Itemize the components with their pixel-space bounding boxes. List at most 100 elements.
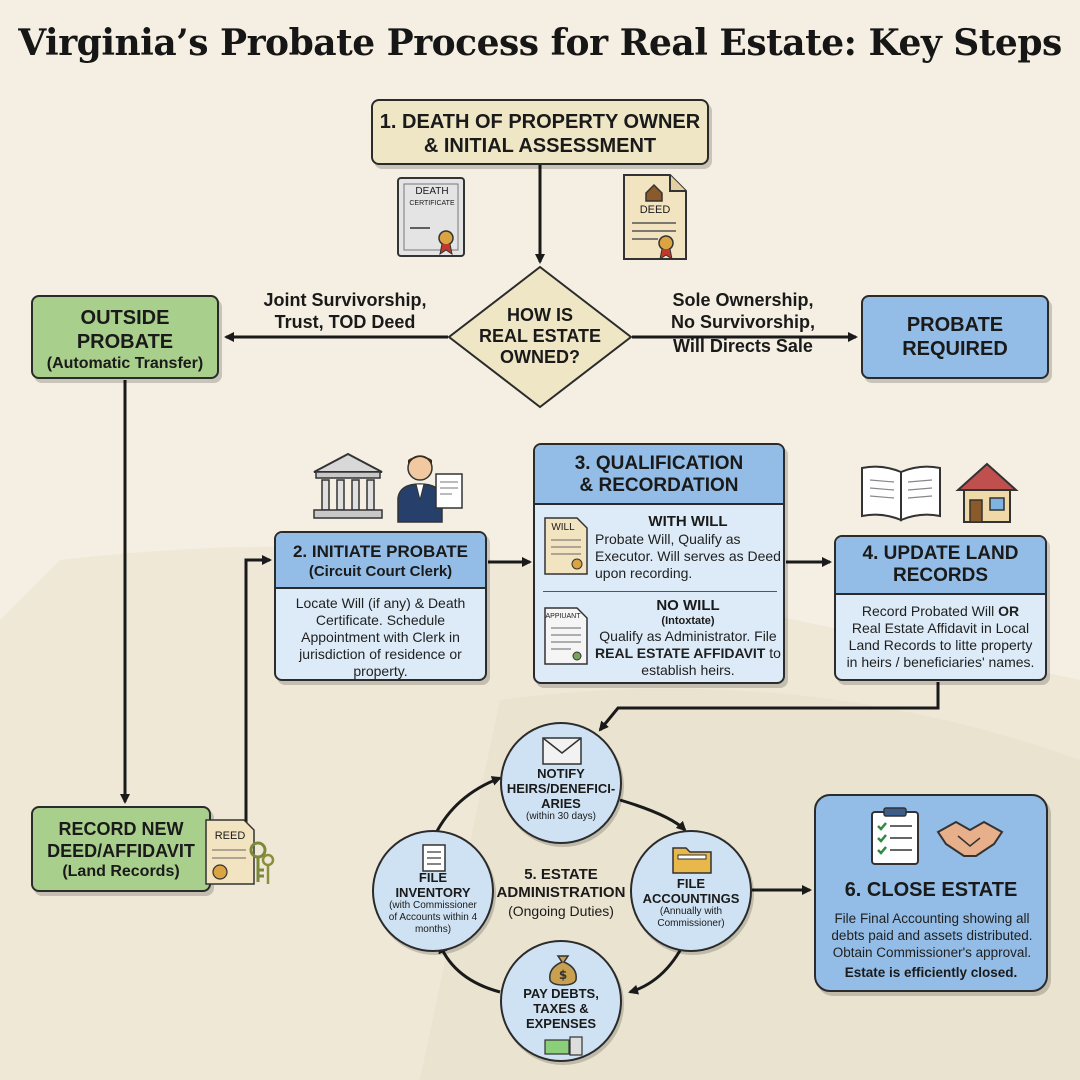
- probate-required-box: PROBATE REQUIRED: [861, 295, 1049, 379]
- accountings-line1: FILE: [676, 876, 706, 891]
- step4-body-post: Real Estate Affidavit in Local Land Reco…: [846, 620, 1035, 670]
- probate-required-line2: REQUIRED: [902, 338, 1008, 360]
- notify-line2: HEIRS/DENEFICI-: [506, 781, 616, 796]
- step4-header: 4. UPDATE LAND RECORDS: [836, 537, 1045, 595]
- step3-header: 3. QUALIFICATION & RECORDATION: [535, 445, 783, 505]
- courthouse-icon: [312, 452, 384, 522]
- inventory-line2: INVENTORY: [395, 885, 471, 900]
- decision-line1: HOW IS: [507, 305, 573, 325]
- step4-box: 4. UPDATE LAND RECORDS Record Probated W…: [834, 535, 1047, 681]
- pay-debts-circle: $ PAY DEBTS, TAXES & EXPENSES: [500, 940, 622, 1062]
- accountings-sub: (Annually with Commissioner): [657, 906, 725, 929]
- arrow-cycle-1: [619, 798, 687, 832]
- record-deed-line3: (Land Records): [62, 863, 180, 880]
- outside-probate-box: OUTSIDE PROBATE (Automatic Transfer): [31, 295, 219, 379]
- will-document-icon: WILL: [543, 516, 589, 576]
- probate-required-line1: PROBATE: [906, 314, 1004, 336]
- affidavit-icon-label: APPIUANT: [545, 613, 581, 620]
- right-branch-line1: Sole Ownership,: [672, 290, 814, 310]
- outside-probate-line1: OUTSIDE: [80, 307, 170, 329]
- death-certificate-icon: DEATH CERTIFICATE: [396, 176, 468, 260]
- envelope-icon: [542, 737, 582, 765]
- clerk-person-icon: [392, 450, 466, 524]
- step1-line2: & INITIAL ASSESSMENT: [423, 135, 657, 157]
- clipboard-checklist-icon: [871, 807, 919, 865]
- svg-text:$: $: [559, 968, 567, 982]
- step4-body-pre: Record Probated Will: [861, 603, 999, 619]
- no-will-body-pre: Qualify as Administrator. File: [599, 628, 777, 644]
- left-branch-label: Joint Survivorship, Trust, TOD Deed: [250, 289, 440, 333]
- estate-admin-line1: 5. ESTATE: [524, 866, 598, 883]
- inventory-line1: FILE: [418, 870, 448, 885]
- step2-title: 2. INITIATE PROBATE: [292, 542, 469, 561]
- no-will-subtitle: (Intoxtate): [661, 615, 715, 627]
- folder-icon: [672, 847, 712, 874]
- record-deed-line1: RECORD NEW: [58, 819, 184, 839]
- accountings-line2: ACCOUNTINGS: [642, 891, 740, 906]
- notify-sub: (within 30 days): [525, 811, 597, 822]
- step2-box: 2. INITIATE PROBATE (Circuit Court Clerk…: [274, 531, 487, 681]
- inventory-sub: (with Commissioner of Accounts within 4 …: [388, 900, 478, 935]
- estate-admin-line3: (Ongoing Duties): [508, 903, 614, 919]
- arrow-cycle-3: [438, 943, 501, 994]
- outside-probate-line2: PROBATE: [76, 331, 174, 353]
- step2-header: 2. INITIATE PROBATE (Circuit Court Clerk…: [276, 533, 485, 589]
- arrow-step4-to-cycle: [598, 682, 940, 732]
- step1-box: 1. DEATH OF PROPERTY OWNER & INITIAL ASS…: [371, 99, 709, 165]
- decision-line2: REAL ESTATE: [478, 326, 601, 346]
- file-accountings-circle: FILE ACCOUNTINGS (Annually with Commissi…: [630, 830, 752, 952]
- step4-body-bold: OR: [998, 603, 1020, 619]
- step3-divider: [543, 591, 777, 592]
- record-deed-line2: DEED/AFFIDAVIT: [47, 841, 195, 861]
- left-branch-line1: Joint Survivorship,: [263, 290, 427, 310]
- deed-icon-label: DEED: [639, 204, 671, 216]
- decision-diamond: HOW IS REAL ESTATE OWNED?: [446, 264, 634, 410]
- record-deed-box: RECORD NEW DEED/AFFIDAVIT (Land Records): [31, 806, 211, 892]
- notify-line1: NOTIFY: [537, 766, 585, 781]
- notify-line3: ARIES: [541, 796, 581, 811]
- right-branch-line2: No Survivorship,: [670, 312, 816, 332]
- step3-box: 3. QUALIFICATION & RECORDATION WILL WITH…: [533, 443, 785, 684]
- death-certificate-label-1: DEATH: [415, 186, 449, 197]
- deed-keys-icon: REED: [204, 816, 276, 888]
- pay-line3: EXPENSES: [525, 1016, 597, 1031]
- step2-subtitle: (Circuit Court Clerk): [308, 563, 453, 580]
- step6-title: 6. CLOSE ESTATE: [844, 879, 1018, 901]
- step3-title-line2: & RECORDATION: [579, 475, 739, 496]
- file-inventory-circle: FILE INVENTORY (with Commissioner of Acc…: [372, 830, 494, 952]
- no-will-body-post: to establish heirs.: [641, 645, 781, 678]
- no-will-body: Qualify as Administrator. File REAL ESTA…: [593, 628, 783, 679]
- step4-title-line2: RECORDS: [892, 565, 988, 586]
- page-title: Virginia’s Probate Process for Real Esta…: [18, 22, 1062, 64]
- checklist-icon: [422, 844, 446, 872]
- notify-heirs-circle: NOTIFY HEIRS/DENEFICI- ARIES (within 30 …: [500, 722, 622, 844]
- deed-document-icon: DEED: [622, 173, 688, 261]
- affidavit-document-icon: APPIUANT: [543, 606, 589, 666]
- handshake-icon: [936, 820, 1004, 857]
- left-branch-line2: Trust, TOD Deed: [274, 312, 416, 332]
- with-will-body: Probate Will, Qualify as Executor. Will …: [595, 531, 781, 581]
- step6-body: File Final Accounting showing all debts …: [831, 911, 1033, 960]
- step3-title-line1: 3. QUALIFICATION: [574, 453, 744, 474]
- book-icon: [858, 462, 944, 524]
- step1-line1: 1. DEATH OF PROPERTY OWNER: [379, 111, 701, 133]
- decision-line3: OWNED?: [500, 347, 580, 367]
- with-will-title: WITH WILL: [648, 513, 728, 530]
- pay-line2: TAXES &: [533, 1001, 589, 1016]
- step2-body: Locate Will (if any) & Death Certificate…: [295, 595, 466, 679]
- death-certificate-label-2: CERTIFICATE: [409, 200, 455, 207]
- right-branch-label: Sole Ownership, No Survivorship, Will Di…: [658, 289, 828, 357]
- arrow-record-to-step2: [244, 555, 272, 835]
- will-icon-label: WILL: [551, 522, 575, 533]
- step4-title-line1: 4. UPDATE LAND: [862, 543, 1019, 564]
- step6-closing: Estate is efficiently closed.: [844, 965, 1018, 980]
- outside-probate-line3: (Automatic Transfer): [46, 355, 204, 372]
- house-icon: [954, 460, 1020, 526]
- right-branch-line3: Will Directs Sale: [673, 336, 813, 356]
- cash-calculator-icon: [544, 1036, 583, 1056]
- estate-administration-label: 5. ESTATE ADMINISTRATION (Ongoing Duties…: [488, 866, 634, 920]
- arrow-cycle-4: [433, 776, 502, 836]
- deed-keys-icon-label: REED: [214, 830, 246, 842]
- money-bag-icon: $: [549, 955, 577, 986]
- estate-admin-line2: ADMINISTRATION: [496, 884, 626, 901]
